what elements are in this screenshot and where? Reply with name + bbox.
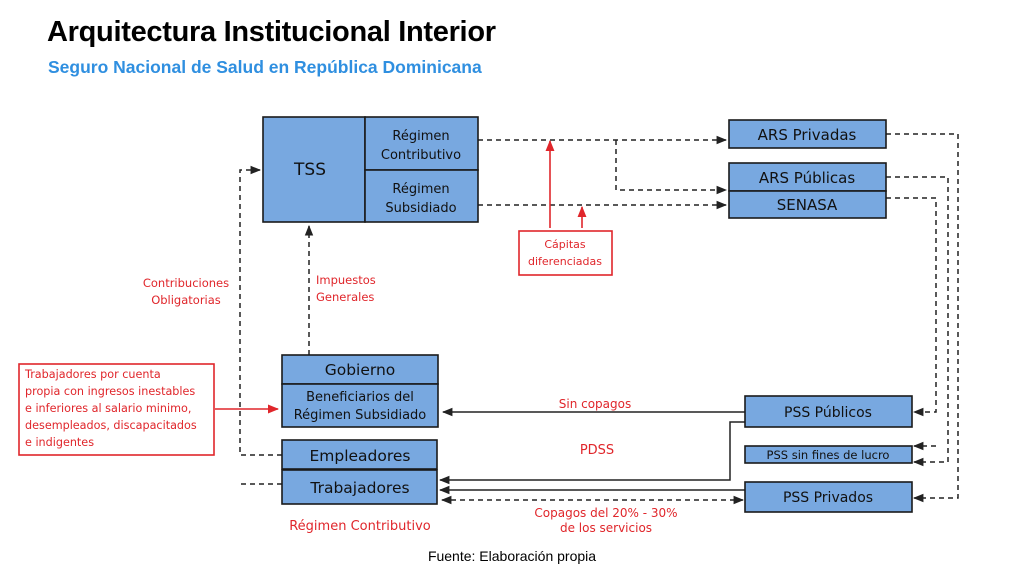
capitas-line2: diferenciadas [528, 255, 602, 268]
ars-privadas-label: ARS Privadas [758, 126, 857, 144]
tss-box [262, 116, 366, 223]
source-footnote: Fuente: Elaboración propia [427, 548, 597, 564]
regimen-subsidiado-line2: Subsidiado [385, 201, 456, 216]
impuestos-line1: Impuestos [316, 273, 376, 287]
trabajadores-box [281, 469, 438, 505]
arrow-ars-publicas-pss-sin-fines [886, 176, 949, 467]
ars-block: ARS Privadas ARS Públicas SENASA [728, 119, 887, 219]
regimen-contributivo-caption: Régimen Contributivo [289, 519, 431, 534]
pss-sin-fines-box [744, 445, 913, 464]
pdss-label: PDSS [580, 443, 614, 458]
beneficiarios-line1: Beneficiarios del [306, 390, 414, 405]
page-title: Arquitectura Institucional Interior [47, 16, 496, 48]
empleadores-label: Empleadores [309, 447, 410, 465]
pss-sin-fines-label: PSS sin fines de lucro [767, 448, 890, 462]
pss-privados-label: PSS Privados [783, 490, 873, 506]
ars-privadas-box [728, 119, 887, 149]
pss-publicos-label: PSS Públicos [784, 405, 872, 421]
note-line2: propia con ingresos inestables [25, 385, 195, 398]
note-line1: Trabajadores por cuenta [24, 368, 161, 381]
senasa-box [728, 190, 887, 219]
note-line5: e indigentes [25, 436, 94, 449]
regimen-subsidiado-line1: Régimen [392, 182, 449, 197]
impuestos-line2: Generales [316, 290, 374, 304]
copagos-line2: de los servicios [560, 521, 652, 535]
arrow-pss-publicos-trabajadores [438, 421, 745, 485]
ars-publicas-label: ARS Públicas [759, 169, 856, 187]
connectors [215, 133, 959, 505]
arrow-ars-privadas-pss-privados [886, 133, 959, 503]
tss-label: TSS [293, 160, 326, 180]
note-line3: e inferiores al salario minimo, [25, 402, 191, 415]
sin-copagos-label: Sin copagos [559, 397, 632, 411]
regimen-contributivo-line2: Contributivo [381, 148, 461, 163]
arrow-empleadores-tss [239, 165, 282, 456]
trabajadores-label: Trabajadores [309, 479, 409, 497]
pss-block: PSS Públicos PSS sin fines de lucro PSS … [744, 395, 913, 513]
contribuciones-line1: Contribuciones [143, 276, 229, 290]
arrow-senasa-pss-publicos [886, 197, 937, 417]
capitas-box [518, 230, 613, 276]
empleadores-box [281, 439, 438, 470]
copagos-line1: Copagos del 20% - 30% [534, 506, 677, 520]
pss-publicos-box [744, 395, 913, 428]
senasa-label: SENASA [777, 196, 838, 214]
contribuciones-line2: Obligatorias [151, 293, 221, 307]
contributivo-block: Empleadores Trabajadores [281, 439, 438, 505]
gobierno-label: Gobierno [325, 361, 396, 379]
regimen-subsidiado-box [364, 169, 479, 223]
capitas-line1: Cápitas [544, 238, 586, 251]
pss-privados-box [744, 481, 913, 513]
page-subtitle: Seguro Nacional de Salud en República Do… [48, 57, 482, 77]
beneficiarios-line2: Régimen Subsidiado [294, 408, 427, 423]
regimen-contributivo-line1: Régimen [392, 129, 449, 144]
gobierno-box [281, 354, 439, 385]
beneficiarios-box [281, 383, 439, 428]
arrow-contributivo-ars-publicas [615, 140, 728, 195]
tss-block: TSS Régimen Contributivo Régimen Subsidi… [262, 116, 479, 223]
note-line4: desempleados, discapacitados [25, 419, 197, 432]
gobierno-block: Gobierno Beneficiarios del Régimen Subsi… [281, 354, 439, 428]
trabajadores-note-box [18, 363, 215, 456]
ars-publicas-box [728, 162, 887, 192]
